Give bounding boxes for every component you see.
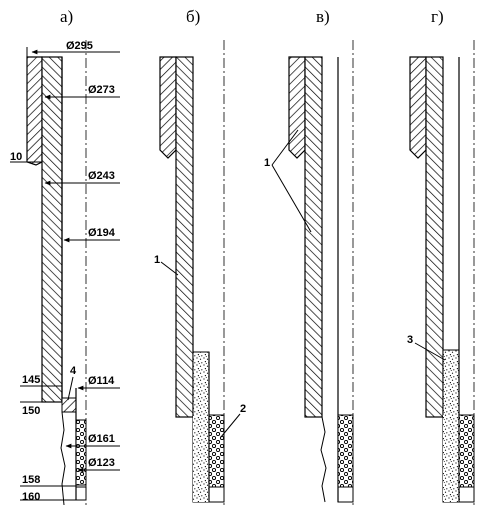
callout-2: 2 xyxy=(240,403,246,415)
callout-3: 3 xyxy=(407,334,413,346)
liner-114 xyxy=(61,397,77,413)
depth-158: 158 xyxy=(22,474,40,486)
depth-150: 150 xyxy=(22,405,40,417)
filter-gravel-v xyxy=(337,414,354,488)
panel-a-label: а) xyxy=(60,7,73,26)
label-d194: Ø194 xyxy=(88,227,116,239)
filter-gravel-b xyxy=(208,414,225,488)
casing-243 xyxy=(41,56,63,403)
label-d123: Ø123 xyxy=(88,457,115,469)
label-d161: Ø161 xyxy=(88,433,115,445)
panel-v-label: в) xyxy=(316,7,330,26)
panel-g-label: г) xyxy=(431,7,444,26)
label-d295: Ø295 xyxy=(66,40,93,52)
panel-g: г) 3 xyxy=(407,7,475,505)
panel-b: б) 1 2 xyxy=(154,7,246,505)
callout-1-b: 1 xyxy=(154,254,160,266)
filter-gravel xyxy=(75,419,87,486)
panel-b-label: б) xyxy=(186,7,200,26)
callout-1-v: 1 xyxy=(264,157,270,169)
panel-a: а) Ø295 Ø273 Ø243 Ø194 Ø114 Ø161 Ø12 xyxy=(10,7,120,506)
label-d243: Ø243 xyxy=(88,170,115,182)
callout-4: 4 xyxy=(70,365,77,377)
conductor-pipe xyxy=(26,56,43,166)
depth-160: 160 xyxy=(22,491,40,503)
depth-10: 10 xyxy=(10,151,22,163)
panel-v: в) 1 xyxy=(264,7,354,505)
depth-145: 145 xyxy=(22,374,40,386)
filter-gravel-g xyxy=(458,414,475,488)
label-d114: Ø114 xyxy=(88,375,115,387)
label-d273: Ø273 xyxy=(88,84,115,96)
